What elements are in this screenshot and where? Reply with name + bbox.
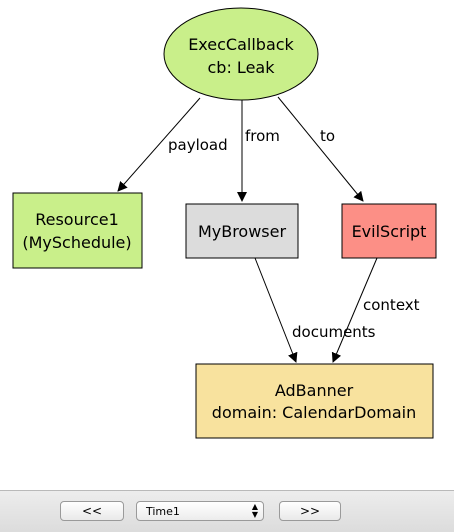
graph-canvas: payload from to documents context ExecCa… <box>12 7 437 439</box>
node-exec-callback[interactable]: ExecCallback cb: Leak <box>163 7 319 101</box>
edge-label-documents: documents <box>292 323 376 341</box>
node-shape <box>185 203 299 259</box>
node-adbanner[interactable]: AdBanner domain: CalendarDomain <box>195 363 434 439</box>
edge-context: context <box>331 257 420 363</box>
node-mybrowser[interactable]: MyBrowser <box>185 203 299 259</box>
node-title: ExecCallback <box>188 35 294 54</box>
time-select-value: Time1 <box>146 505 180 518</box>
arrow-up-icon: ▲ <box>251 502 258 511</box>
bottom-toolbar: << Time1 ▲ ▼ >> <box>0 490 454 532</box>
edge-label-context: context <box>363 296 420 314</box>
node-title: Resource1 <box>35 210 119 229</box>
node-title: AdBanner <box>275 381 354 400</box>
edge-documents: documents <box>254 257 376 363</box>
node-shape <box>163 7 319 101</box>
node-title: EvilScript <box>352 222 427 241</box>
edge-label-payload: payload <box>168 136 228 154</box>
node-shape <box>195 363 434 439</box>
edge-label-from: from <box>245 127 280 145</box>
node-shape <box>12 192 143 269</box>
edge-from: from <box>237 100 280 202</box>
node-subtitle: (MySchedule) <box>22 233 131 252</box>
edge-label-to: to <box>320 127 335 145</box>
node-subtitle: domain: CalendarDomain <box>212 403 416 422</box>
updown-arrows-icon: ▲ ▼ <box>252 503 258 519</box>
node-title: MyBrowser <box>198 222 287 241</box>
node-shape <box>341 203 437 259</box>
edge-to: to <box>277 96 364 202</box>
time-select[interactable]: Time1 ▲ ▼ <box>136 501 264 521</box>
node-resource1[interactable]: Resource1 (MySchedule) <box>12 192 143 269</box>
node-subtitle: cb: Leak <box>208 58 276 77</box>
arrow-down-icon: ▼ <box>251 510 258 519</box>
edge-payload: payload <box>117 97 228 192</box>
node-evilscript[interactable]: EvilScript <box>341 203 437 259</box>
next-button[interactable]: >> <box>279 501 341 521</box>
previous-button[interactable]: << <box>60 501 124 521</box>
